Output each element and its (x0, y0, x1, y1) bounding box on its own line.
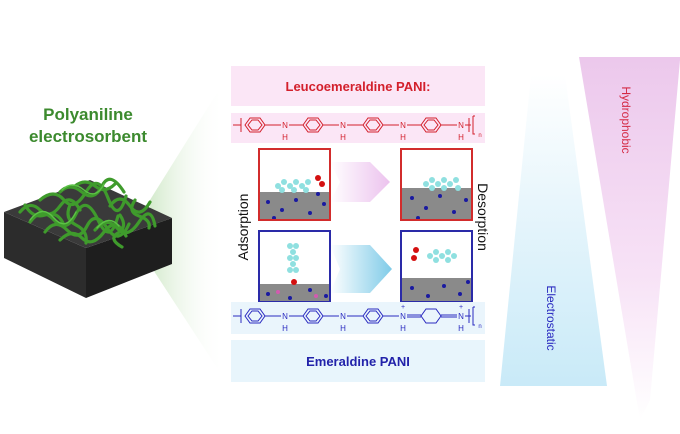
panel-leuco-adsorbed (258, 148, 331, 221)
bottom-atom-3: N (400, 312, 406, 321)
adsorption-label: Adsorption (235, 193, 251, 261)
md-snapshot-emer-adsorbed (260, 243, 329, 301)
bottom-charge-1: + (401, 304, 405, 311)
top-atom-1: N (282, 121, 288, 130)
sorbent-block-illustration (4, 177, 172, 298)
sorbent-title: Polyaniline electrosorbent (8, 104, 168, 148)
panel-emer-adsorbed (258, 230, 331, 303)
pfas-molecule (275, 179, 311, 193)
bottom-h-3: H (400, 324, 406, 333)
arrow-pink (330, 162, 390, 202)
bottom-atom-1: N (282, 312, 288, 321)
bottom-h-4: H (458, 324, 464, 333)
panel-leuco-desorbed (400, 148, 473, 221)
polyaniline-fibers (18, 177, 157, 249)
top-h-1: H (282, 133, 288, 142)
block-left-face (4, 212, 86, 298)
bottom-charge-2: + (459, 304, 463, 311)
bottom-atom-4: N (458, 312, 464, 321)
top-subscript: n (478, 133, 481, 139)
emeraldine-chain-diagram: N H N H + N H + N H n (233, 304, 482, 333)
n-atoms (266, 288, 328, 300)
arrow-blue (330, 245, 392, 293)
n-atoms (266, 192, 326, 219)
oxygen-atom (315, 175, 321, 181)
polymer-bed (260, 284, 329, 301)
polymer-bed (402, 278, 471, 301)
hydrophobic-wedge (579, 57, 680, 420)
top-atom-4: N (458, 121, 464, 130)
emeraldine-label: Emeraldine PANI (231, 340, 485, 382)
bottom-subscript: n (478, 324, 481, 330)
cone-shape (150, 80, 225, 380)
hydrophobic-label: Hydrophobic (619, 86, 633, 154)
panel-emer-desorbed (400, 230, 473, 303)
pfas-molecule (427, 249, 457, 263)
bottom-h-1: H (282, 324, 288, 333)
md-snapshot-leuco-desorbed (402, 177, 471, 219)
md-snapshot-emer-desorbed (402, 247, 471, 301)
top-atom-3: N (400, 121, 406, 130)
oxygen-atom (291, 279, 297, 285)
top-h-3: H (400, 133, 406, 142)
top-atom-2: N (340, 121, 346, 130)
bottom-h-2: H (340, 324, 346, 333)
counter-ions (276, 290, 318, 298)
polymer-bed (402, 188, 471, 219)
bottom-atom-2: N (340, 312, 346, 321)
n-atoms (410, 280, 470, 298)
emeraldine-structure: N H N H + N H + N H n (231, 302, 485, 334)
leucoemeraldine-label: Leucoemeraldine PANI: (231, 66, 485, 106)
polyaniline-fibers-highlight (29, 183, 120, 229)
block-right-face (86, 218, 172, 298)
desorption-label: Desorption (475, 183, 491, 251)
sorbent-title-line1: Polyaniline (43, 105, 133, 124)
md-snapshot-leuco-adsorbed (260, 175, 329, 219)
pfas-molecule (423, 177, 461, 191)
oxygen-atom (319, 181, 325, 187)
electrostatic-wedge (500, 75, 607, 386)
sorbent-title-line2: electrosorbent (28, 127, 148, 146)
leucoemeraldine-structure: N H N H N H N H n (231, 113, 485, 143)
leucoemeraldine-chain-diagram: N H N H N H N H n (233, 115, 482, 142)
oxygen-atom (411, 255, 417, 261)
pfas-molecule (287, 243, 299, 273)
top-h-2: H (340, 133, 346, 142)
polymer-bed (260, 192, 329, 219)
top-h-4: H (458, 133, 464, 142)
electrostatic-label: Electrostatic (544, 285, 558, 351)
oxygen-atom (413, 247, 419, 253)
n-atoms (410, 194, 468, 219)
